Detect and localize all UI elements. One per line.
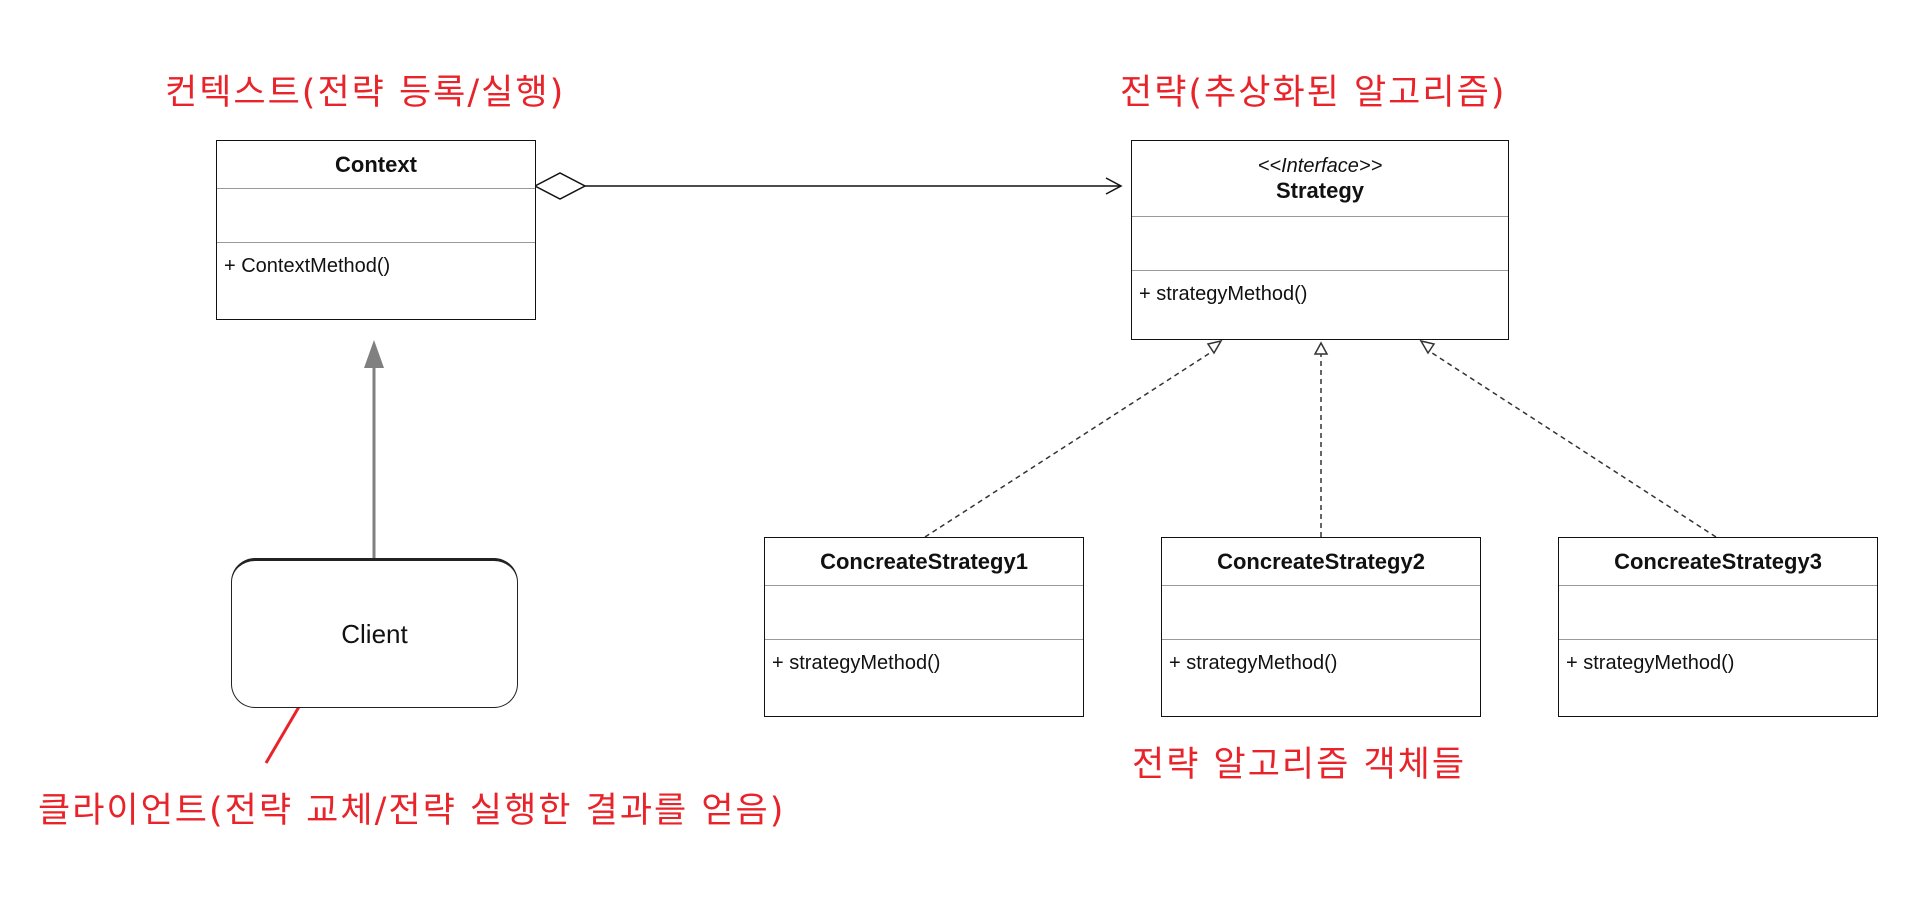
concrete-strategy-1-header: ConcreateStrategy1	[765, 538, 1083, 586]
concrete-strategy-1-operation: + strategyMethod()	[772, 652, 941, 674]
concrete-strategy-1-attributes	[765, 586, 1083, 640]
concrete-strategy-2-attributes	[1162, 586, 1480, 640]
realization-line-1	[924, 350, 1214, 538]
concrete-strategy-3-operation: + strategyMethod()	[1566, 652, 1735, 674]
concrete-strategy-1-name: ConcreateStrategy1	[820, 548, 1028, 574]
concrete-strategy-2-name: ConcreateStrategy2	[1217, 548, 1425, 574]
concrete-strategy-3[interactable]: ConcreateStrategy3 + strategyMethod()	[1558, 537, 1878, 717]
realization-line-3	[1428, 350, 1717, 538]
client-to-context-arrowhead	[364, 340, 384, 368]
context-annotation: 컨텍스트(전략 등록/실행)	[165, 73, 566, 113]
strategy-annotation: 전략(추상화된 알고리즘)	[1120, 73, 1507, 113]
context-class-header: Context	[217, 141, 535, 189]
concrete-strategy-3-name: ConcreateStrategy3	[1614, 548, 1822, 574]
strategy-interface-name: Strategy	[1275, 177, 1365, 203]
concrete-strategy-3-attributes	[1559, 586, 1877, 640]
strategy-interface-operation: + strategyMethod()	[1139, 283, 1308, 305]
context-class-name: Context	[335, 151, 417, 177]
client-node-label: Client	[341, 618, 408, 649]
context-class[interactable]: Context + ContextMethod()	[216, 140, 536, 320]
concrete-strategy-3-header: ConcreateStrategy3	[1559, 538, 1877, 586]
client-annotation: 클라이언트(전략 교체/전략 실행한 결과를 얻음)	[38, 791, 786, 831]
concrete-strategy-2[interactable]: ConcreateStrategy2 + strategyMethod()	[1161, 537, 1481, 717]
concrete-strategy-1[interactable]: ConcreateStrategy1 + strategyMethod()	[764, 537, 1084, 717]
strategy-interface-header: <<Interface>> Strategy	[1132, 141, 1508, 217]
strategy-stereotype: <<Interface>>	[1257, 154, 1383, 177]
concrete-strategy-2-operation: + strategyMethod()	[1169, 652, 1338, 674]
aggregation-arrowhead	[1105, 177, 1123, 195]
realization-arrowhead-3	[1419, 339, 1436, 355]
context-class-attributes	[217, 189, 535, 243]
aggregation-diamond	[533, 172, 587, 200]
client-node[interactable]: Client	[231, 558, 518, 708]
concrete-strategies-annotation: 전략 알고리즘 객체들	[1132, 745, 1467, 785]
realization-arrowhead-1	[1206, 339, 1223, 355]
strategy-interface-attributes	[1132, 217, 1508, 271]
context-class-operation: + ContextMethod()	[224, 255, 391, 277]
realization-arrowhead-2	[1313, 341, 1329, 355]
concrete-strategy-2-header: ConcreateStrategy2	[1162, 538, 1480, 586]
strategy-interface[interactable]: <<Interface>> Strategy + strategyMethod(…	[1131, 140, 1509, 340]
